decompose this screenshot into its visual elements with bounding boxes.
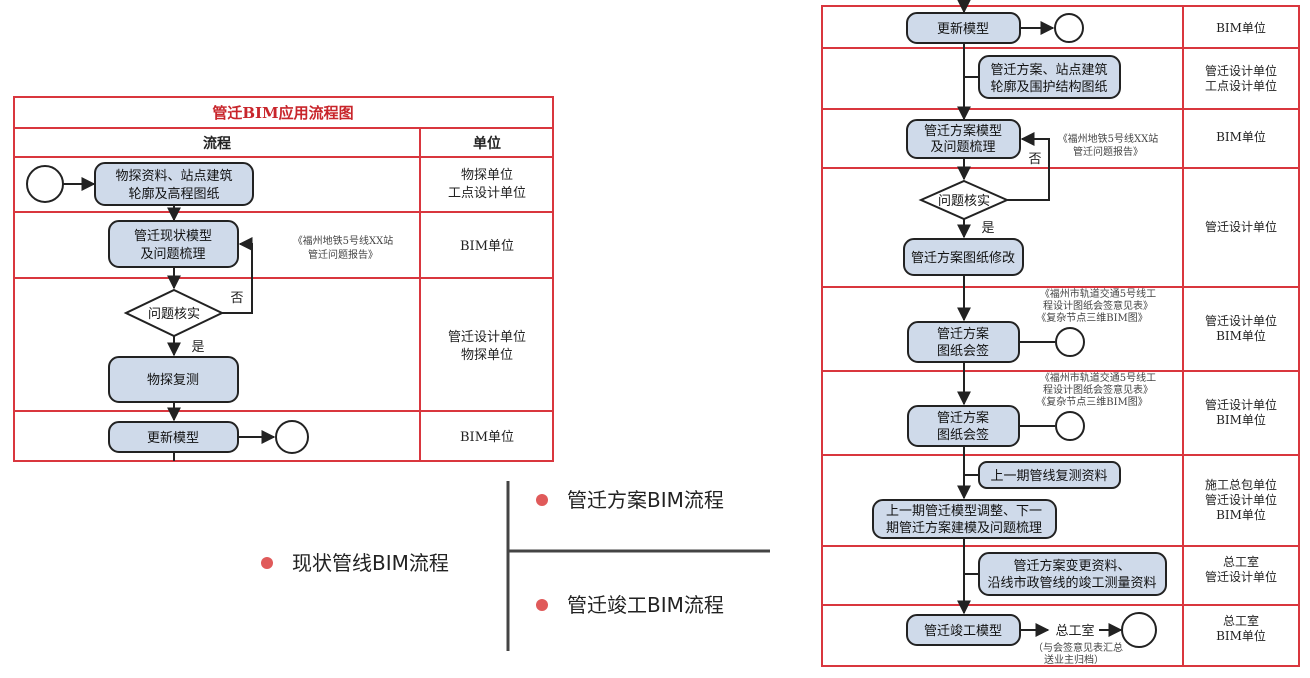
r-label-yes: 是 [981,221,994,236]
r-box-sign2-line2: 图纸会签 [937,427,989,443]
r-note-sign2-line1: 《福州市轨道交通5号线工 [1040,371,1156,384]
left-header-process: 流程 [203,135,231,152]
r-unit-2-line1: 管迁设计单位 [1205,63,1277,78]
unit-row1-line2: 工点设计单位 [448,186,526,201]
item-completion: 管迁竣工BIM流程 [567,593,724,617]
bullet-completion [536,599,548,611]
item-scheme: 管迁方案BIM流程 [567,488,724,512]
note-report-line2: 管迁问题报告》 [308,248,378,261]
unit-row1-line1: 物探单位 [461,168,513,183]
end-circle [275,420,309,454]
r-unit-7-line3: BIM单位 [1216,507,1266,522]
bullet-scheme [536,494,548,506]
left-header-unit: 单位 [473,135,501,152]
r-unit-8-line2: 管迁设计单位 [1205,569,1277,584]
r-label-office: 总工室 [1055,623,1094,639]
item-current: 现状管线BIM流程 [292,551,449,575]
r-unit-9-line1: 总工室 [1223,613,1259,628]
box-resurvey-label: 物探复测 [147,373,199,388]
label-yes: 是 [191,340,204,355]
r-box-change-line1: 管迁方案变更资料、 [1013,558,1130,574]
r-box-change [978,552,1167,596]
diamond-check-label: 问题核实 [148,307,200,322]
left-flow-table [13,96,554,462]
r-note-archive-line1: （与会签意见表汇总 [1033,641,1123,654]
r-box-change-line2: 沿线市政管线的竣工测量资料 [987,575,1156,591]
r-note-sign1-line3: 《复杂节点三维BIM图》 [1036,311,1148,324]
r-note-report-line1: 《福州地铁5号线XX站 [1058,132,1159,145]
r-note-sign1-line1: 《福州市轨道交通5号线工 [1040,287,1156,300]
r-unit-9-line2: BIM单位 [1216,628,1266,643]
r-box-scheme-drawings-line2: 轮廓及围护结构图纸 [990,79,1107,95]
r-box-scheme-drawings [978,55,1121,99]
note-report-line1: 《福州地铁5号线XX站 [293,234,394,247]
r-box-scheme-model-line2: 及问题梳理 [930,140,995,155]
r-unit-4: 管迁设计单位 [1205,219,1277,234]
unit-row3-line2: 物探单位 [461,348,513,363]
box-current-model-line2: 及问题梳理 [140,247,205,262]
r-end-circle-2 [1055,327,1085,357]
r-box-completion-label: 管迁竣工模型 [924,624,1002,639]
r-box-prev-resurvey-label: 上一期管线复测资料 [990,469,1107,484]
r-unit-1: BIM单位 [1216,20,1266,35]
r-unit-6-line1: 管迁设计单位 [1205,397,1277,412]
r-box-revise-label: 管迁方案图纸修改 [911,250,1015,266]
r-note-sign2-line3: 《复杂节点三维BIM图》 [1036,395,1148,408]
r-diamond-check-label: 问题核实 [938,194,990,209]
r-unit-6-line2: BIM单位 [1216,412,1266,427]
bullet-current [261,557,273,569]
box-survey-line1: 物探资料、站点建筑 [115,168,232,184]
r-box-adjust-line1: 上一期管迁模型调整、下一 [886,504,1042,519]
r-box-scheme-drawings-line1: 管迁方案、站点建筑 [990,62,1107,78]
r-unit-5-line2: BIM单位 [1216,328,1266,343]
unit-row3-line1: 管迁设计单位 [448,330,526,345]
right-flow-table [821,5,1300,667]
r-note-archive-line2: 送业主归档） [1044,653,1104,666]
r-unit-7-line1: 施工总包单位 [1205,477,1277,492]
r-unit-3: BIM单位 [1216,129,1266,144]
unit-row2: BIM单位 [460,239,514,254]
r-box-scheme-model-line1: 管迁方案模型 [924,123,1002,139]
r-box-prev-resurvey [978,461,1121,489]
r-unit-7-line2: 管迁设计单位 [1205,492,1277,507]
unit-row4: BIM单位 [460,430,514,445]
r-box-sign2-line1: 管迁方案 [937,410,989,426]
r-end-circle-3 [1055,411,1085,441]
r-unit-8-line1: 总工室 [1223,554,1259,569]
box-survey-line2: 轮廓及高程图纸 [128,186,219,202]
r-unit-5-line1: 管迁设计单位 [1205,313,1277,328]
box-update-model-label: 更新模型 [147,430,199,446]
start-circle [26,165,64,203]
r-note-sign2-line2: 程设计图纸会签意见表》 [1043,383,1153,396]
r-label-no: 否 [1028,152,1041,167]
r-end-circle-1 [1054,13,1084,43]
r-box-update-label: 更新模型 [937,21,989,37]
r-box-adjust-line2: 期管迁方案建模及问题梳理 [886,520,1042,536]
r-box-sign1-line1: 管迁方案 [937,326,989,342]
r-note-report-line2: 管迁问题报告》 [1073,145,1143,158]
r-unit-2-line2: 工点设计单位 [1205,78,1277,93]
r-end-circle-4 [1121,612,1157,648]
box-current-model-line1: 管迁现状模型 [134,229,212,244]
left-table-title: 管迁BIM应用流程图 [212,104,353,122]
middle-branch [506,481,770,651]
label-no: 否 [230,291,243,306]
r-box-sign1-line2: 图纸会签 [937,343,989,359]
r-note-sign1-line2: 程设计图纸会签意见表》 [1043,299,1153,312]
